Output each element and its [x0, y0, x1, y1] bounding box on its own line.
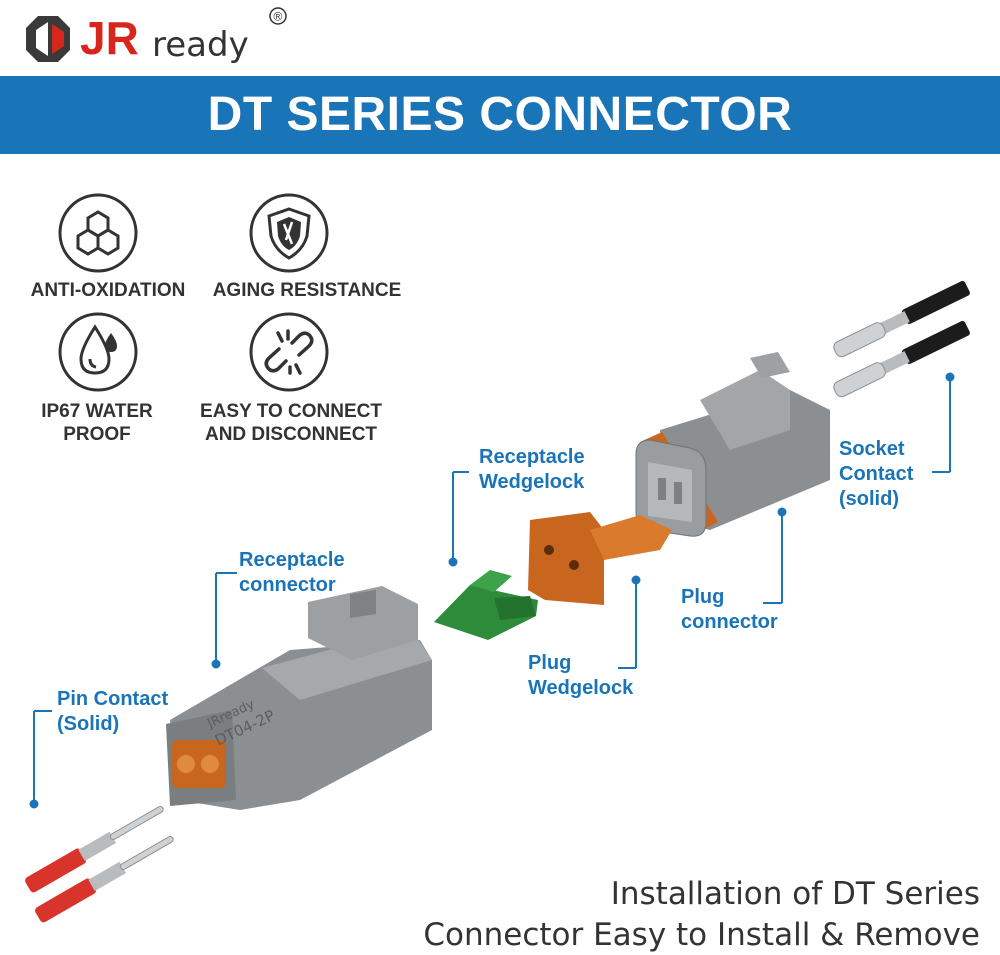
- callout-plug-wedgelock-line1: Plug: [528, 652, 572, 674]
- callout-socket-contact-line3: (solid): [839, 488, 899, 510]
- page-title-banner: DT SERIES CONNECTOR: [0, 76, 1000, 154]
- trademark-symbol: ®: [274, 10, 283, 24]
- feature-label-ip67-line1: IP67 WATER: [41, 401, 153, 422]
- caption-line1: Installation of DT Series: [610, 876, 980, 912]
- caption-line2: Connector Easy to Install & Remove: [423, 917, 980, 953]
- callout-receptacle-connector-line1: Receptacle: [239, 549, 345, 571]
- plug-wedgelock: [528, 512, 672, 605]
- callout-pin-contact: Pin Contact (Solid): [57, 687, 168, 737]
- callout-plug-connector: Plug connector: [681, 585, 778, 635]
- callout-socket-contact-line2: Contact: [839, 463, 914, 485]
- callout-receptacle-wedgelock: Receptacle Wedgelock: [479, 445, 585, 495]
- callout-plug-connector-line2: connector: [681, 611, 778, 633]
- callout-receptacle-connector: Receptacle connector: [239, 548, 345, 598]
- callout-socket-contact: Socket Contact (solid): [839, 437, 913, 512]
- callout-plug-connector-line1: Plug: [681, 586, 725, 608]
- callout-socket-contact-line1: Socket: [839, 438, 905, 460]
- socket-contacts: [833, 280, 970, 398]
- broken-link-icon: [249, 312, 329, 392]
- feature-label-aging-resistance: AGING RESISTANCE: [212, 280, 402, 301]
- callout-receptacle-wedgelock-line2: Wedgelock: [479, 471, 585, 493]
- pin-contacts: [25, 806, 174, 923]
- feature-label-ip67: IP67 WATER PROOF: [20, 400, 174, 446]
- callout-plug-wedgelock-line2: Wedgelock: [528, 677, 634, 699]
- logo-ready-text: ready: [152, 25, 249, 65]
- logo-mark-icon: [26, 16, 70, 62]
- feature-label-anti-oxidation: ANTI-OXIDATION: [30, 280, 186, 301]
- feature-label-easy-connect: EASY TO CONNECT AND DISCONNECT: [190, 400, 392, 446]
- feature-label-easy-connect-line1: EASY TO CONNECT: [200, 401, 382, 422]
- logo-jr-text: JR: [80, 12, 139, 64]
- water-drop-icon: [58, 312, 138, 392]
- callout-pin-contact-line1: Pin Contact: [57, 688, 169, 710]
- feature-label-ip67-line2: PROOF: [63, 424, 131, 445]
- callout-plug-wedgelock: Plug Wedgelock: [528, 651, 633, 701]
- hexagon-molecule-icon: [58, 193, 138, 273]
- callout-leader-lines: [29, 372, 955, 809]
- feature-label-easy-connect-line2: AND DISCONNECT: [204, 424, 378, 445]
- plug-connector: [635, 352, 830, 537]
- shield-icon: [249, 193, 329, 273]
- brand-logo: JR ready ®: [26, 7, 287, 65]
- receptacle-connector: JRready DT04-2P: [166, 586, 432, 810]
- callout-receptacle-connector-line2: connector: [239, 574, 336, 596]
- receptacle-wedgelock: [434, 570, 538, 640]
- callout-receptacle-wedgelock-line1: Receptacle: [479, 446, 585, 468]
- callout-pin-contact-line2: (Solid): [57, 713, 120, 735]
